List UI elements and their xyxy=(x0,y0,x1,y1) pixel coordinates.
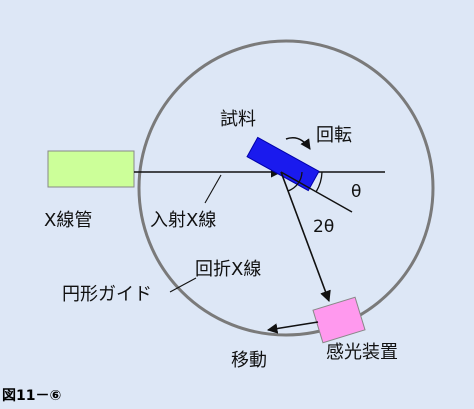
rotation-label: 回転 xyxy=(316,125,352,146)
xray-tube xyxy=(47,150,135,188)
move-label: 移動 xyxy=(231,350,267,371)
sample-label: 試料 xyxy=(220,109,256,130)
move-arrow-icon xyxy=(266,321,319,334)
detector xyxy=(312,296,366,344)
figure-number: 図11－⑥ xyxy=(2,388,61,404)
incident-beam-label: 入射X線 xyxy=(150,210,216,231)
xray-tube-label: X線管 xyxy=(44,210,92,231)
diffracted-beam xyxy=(280,171,331,303)
two-theta-arc xyxy=(287,171,303,192)
rotation-icon xyxy=(285,137,311,150)
incident-leader-line xyxy=(204,174,222,204)
two-theta-label: 2θ xyxy=(313,217,334,237)
diffracted-beam-label: 回折X線 xyxy=(195,259,261,280)
circular-guide-label: 円形ガイド xyxy=(62,284,152,305)
circular-guide xyxy=(137,39,435,337)
guide-leader-line xyxy=(169,277,197,293)
theta-label: θ xyxy=(351,182,361,202)
detector-label: 感光装置 xyxy=(326,342,398,363)
theta-arc xyxy=(315,171,323,193)
